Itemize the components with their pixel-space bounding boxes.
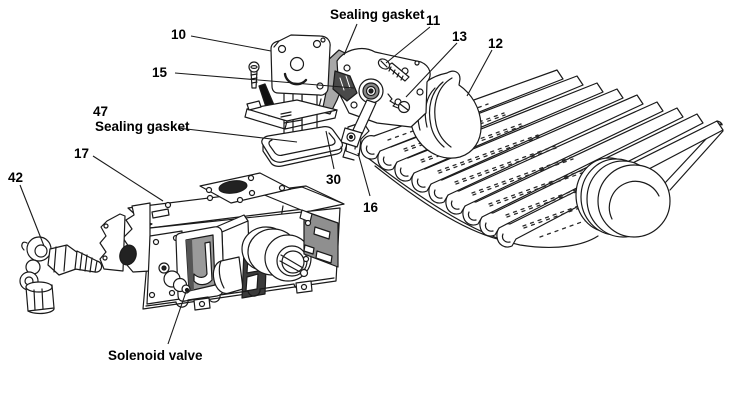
plenum-right-edge-2 — [669, 130, 724, 191]
terminal-plate — [299, 209, 339, 268]
label-part-15: 15 — [152, 65, 168, 80]
plenum-bottom-lip — [374, 165, 506, 242]
label-part-16: 16 — [363, 200, 379, 215]
thermostat-knob — [241, 226, 312, 282]
label-part-30: 30 — [326, 172, 341, 187]
screw-15 — [248, 61, 260, 89]
leader-sealing-gasket-top — [343, 23, 358, 56]
sealing-gasket-47-part — [261, 126, 343, 167]
leader-part-42 — [19, 184, 45, 247]
hex-nut — [47, 244, 79, 276]
pivot-bearing — [358, 78, 384, 104]
leader-part-13 — [405, 42, 458, 98]
elbow-fitting-42 — [19, 236, 103, 315]
bottom-nut — [25, 281, 55, 315]
label-part-13: 13 — [452, 29, 468, 44]
leader-part-15 — [174, 72, 355, 89]
burner-bar — [411, 88, 624, 193]
label-sealing-gasket-top: Sealing gasket — [330, 7, 425, 22]
burner-bar — [445, 101, 664, 215]
valve-cylinder — [212, 256, 244, 295]
burner-assembly — [345, 69, 724, 249]
gas-valve-17 — [99, 172, 345, 311]
label-part-42: 42 — [8, 170, 23, 185]
leader-sealing-gasket-47 — [177, 127, 298, 143]
bottom-flange — [145, 277, 335, 311]
label-solenoid-valve: Solenoid valve — [108, 348, 203, 363]
valve-top-flange — [199, 172, 292, 204]
plenum-right-tip — [716, 120, 723, 126]
text-labels: Sealing gasket 11 13 12 10 15 47 Sealing… — [8, 7, 503, 363]
leader-part-16 — [357, 152, 371, 197]
screw-11 — [377, 58, 410, 82]
leader-lines — [19, 23, 493, 345]
leader-part-11 — [385, 26, 431, 64]
inlet-flange-plate — [99, 213, 137, 272]
leader-solenoid-valve — [167, 288, 188, 345]
base-bracket — [244, 99, 338, 130]
burner-bar — [428, 94, 644, 204]
burner-end-drum — [575, 157, 671, 238]
mounting-plate-10 — [270, 34, 331, 96]
label-part-17: 17 — [74, 146, 89, 161]
leader-part-17 — [92, 155, 164, 202]
label-part-11: 11 — [426, 13, 441, 28]
label-part-10: 10 — [171, 27, 186, 42]
screw-13 — [387, 93, 411, 114]
leader-part-30 — [325, 130, 335, 170]
leader-part-12 — [466, 49, 493, 97]
label-part-12: 12 — [488, 36, 503, 51]
label-part-47: 47 — [93, 104, 108, 119]
leader-part-10 — [190, 35, 272, 52]
label-sealing-gasket-47: Sealing gasket — [95, 119, 190, 134]
ribbed-nipple — [74, 250, 103, 273]
